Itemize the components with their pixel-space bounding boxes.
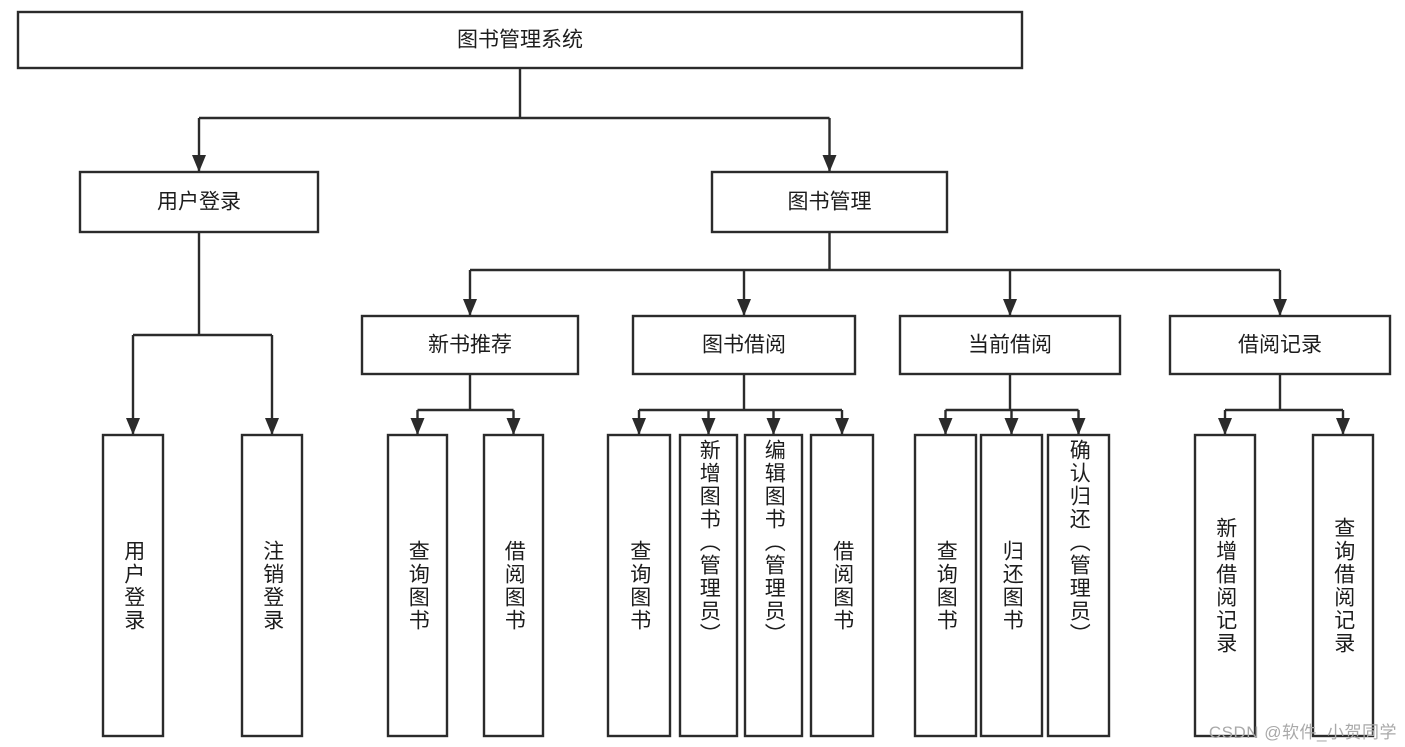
arrow-head-icon-leaf-query-book-current [938,418,953,435]
node-label-root: 图书管理系统 [457,29,583,52]
node-box-user-login[interactable] [78,170,320,234]
node-label-user-login: 用户登录 [157,191,241,214]
node-box-book-borrow[interactable] [631,314,857,376]
node-box-leaf-edit-book-admin[interactable] [743,433,804,738]
node-box-leaf-borrow-book[interactable] [809,433,875,738]
node-box-leaf-add-borrow-record[interactable] [1193,433,1257,738]
node-box-book-manage[interactable] [710,170,949,234]
arrow-head-icon-leaf-add-book-admin [701,418,716,435]
node-label-book-manage: 图书管理 [788,191,872,214]
watermark: CSDN @软件_小贺同学 [1208,723,1397,742]
node-box-leaf-query-borrow-record[interactable] [1311,433,1375,738]
arrow-head-icon-leaf-user-logout [265,418,279,435]
arrow-head-icon-leaf-confirm-return-admin [1071,418,1086,435]
node-box-leaf-return-book[interactable] [979,433,1044,738]
arrow-head-icon-current-borrow [1003,299,1017,316]
connectors-layer [126,68,1350,435]
node-box-borrow-record[interactable] [1168,314,1392,376]
boxes-layer [16,10,1392,738]
node-box-new-book-recommend[interactable] [360,314,580,376]
node-box-leaf-query-book-current[interactable] [913,433,978,738]
arrow-head-icon-leaf-user-login [126,418,140,435]
arrow-head-icon-leaf-query-book-recommend [410,418,425,435]
node-box-leaf-user-login[interactable] [101,433,165,738]
arrow-head-icon-book-manage [822,155,837,172]
node-label-borrow-record: 借阅记录 [1238,334,1322,357]
arrow-head-icon-leaf-return-book [1004,418,1019,435]
arrow-head-icon-leaf-add-borrow-record [1218,418,1232,435]
node-box-leaf-add-book-admin[interactable] [678,433,739,738]
node-label-book-borrow: 图书借阅 [702,334,786,357]
arrow-head-icon-leaf-borrow-book-recommend [506,418,521,435]
node-label-new-book-recommend: 新书推荐 [428,334,512,357]
node-box-leaf-query-book-borrow[interactable] [606,433,672,738]
node-box-root[interactable] [16,10,1024,70]
arrow-head-icon-user-login [192,155,206,172]
arrow-head-icon-book-borrow [737,299,751,316]
arrow-head-icon-new-book-recommend [463,299,477,316]
node-box-leaf-user-logout[interactable] [240,433,304,738]
node-label-current-borrow: 当前借阅 [968,334,1052,357]
arrow-head-icon-leaf-borrow-book [835,418,849,435]
arrow-head-icon-leaf-query-book-borrow [632,418,646,435]
node-box-leaf-query-book-recommend[interactable] [386,433,449,738]
node-box-leaf-confirm-return-admin[interactable] [1046,433,1111,738]
node-box-current-borrow[interactable] [898,314,1122,376]
arrow-head-icon-leaf-query-borrow-record [1336,418,1350,435]
node-box-leaf-borrow-book-recommend[interactable] [482,433,545,738]
arrow-head-icon-leaf-edit-book-admin [766,418,781,435]
arrow-head-icon-borrow-record [1273,299,1287,316]
